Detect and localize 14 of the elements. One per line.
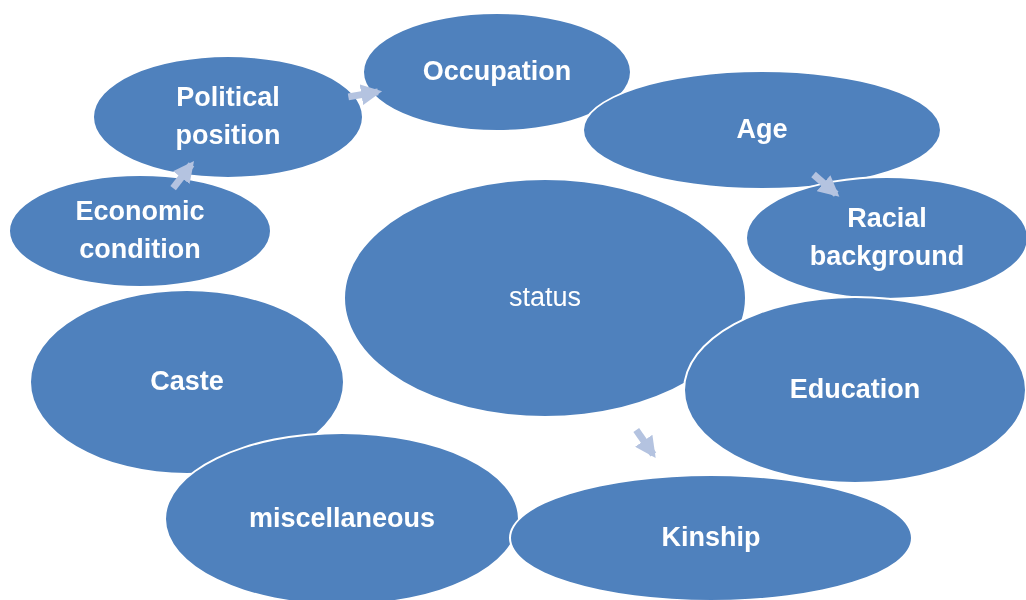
node-label: miscellaneous [248, 502, 436, 536]
node-label: status [508, 281, 581, 315]
node-label: Racial background [808, 202, 966, 273]
arrow [633, 427, 657, 459]
node-label: Political position [174, 81, 282, 152]
node-label: Age [736, 113, 788, 147]
arrow [811, 171, 840, 197]
node-label: Occupation [422, 55, 572, 89]
node-label: Caste [150, 365, 224, 399]
node-label: Economic condition [74, 195, 206, 266]
arrow [347, 84, 383, 106]
node-label: Kinship [661, 521, 761, 555]
arrow [170, 161, 195, 191]
node-label: Education [789, 373, 921, 407]
